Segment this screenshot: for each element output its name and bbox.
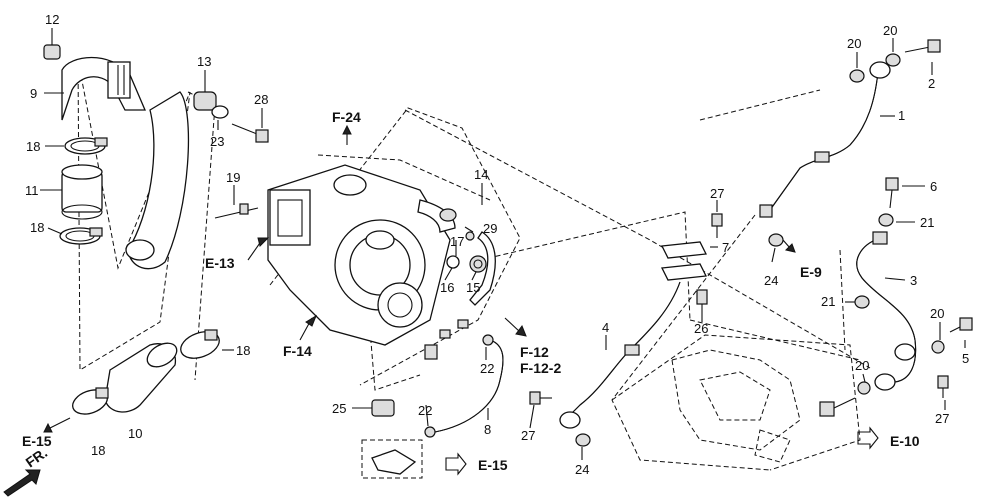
washer-23 [211, 105, 229, 119]
label-27-right: 27 [935, 411, 949, 426]
bolt-27-mid [711, 213, 723, 238]
turbocharger-14 [267, 164, 457, 346]
label-10: 10 [128, 426, 142, 441]
bolt-6 [885, 177, 899, 209]
part-labels: 12 9 18 11 18 13 23 28 19 14 29 17 16 15… [25, 12, 969, 477]
clamp-18-c [180, 329, 220, 359]
label-2: 2 [928, 76, 935, 91]
fitting-inset-right [819, 397, 856, 417]
label-14: 14 [474, 167, 488, 182]
label-12: 12 [45, 12, 59, 27]
oil-pipe-4 [559, 281, 681, 429]
label-27-mid: 27 [710, 186, 724, 201]
hose-10 [104, 342, 178, 413]
ref-f14: F-14 [283, 343, 312, 359]
label-15: 15 [466, 280, 480, 295]
label-21-a: 21 [920, 215, 934, 230]
bolt-26 [696, 289, 708, 316]
ref-e10: E-10 [890, 433, 920, 449]
bolt-2 [904, 39, 941, 53]
washer-21-mid [854, 295, 870, 309]
oil-pipe-1 [759, 61, 891, 218]
bolt-5 [949, 317, 973, 333]
washer-21-top [878, 213, 894, 227]
reference-arrows [3, 124, 879, 497]
ref-f12: F-12 [520, 344, 549, 360]
label-24-mid: 24 [764, 273, 778, 288]
label-21-b: 21 [821, 294, 835, 309]
ref-e9: E-9 [800, 264, 822, 280]
label-28: 28 [254, 92, 268, 107]
clamp-18-a [64, 137, 108, 155]
label-5: 5 [962, 351, 969, 366]
label-11: 11 [25, 183, 39, 198]
label-20-b: 20 [883, 23, 897, 38]
leader-lines [40, 28, 966, 460]
label-23: 23 [210, 134, 224, 149]
label-17: 17 [450, 234, 464, 249]
ref-e15-left: E-15 [22, 433, 52, 449]
label-22-a: 22 [480, 361, 494, 376]
hose-11 [61, 164, 103, 220]
label-29: 29 [483, 221, 497, 236]
label-20-a: 20 [847, 36, 861, 51]
label-25: 25 [332, 401, 346, 416]
label-18-b: 18 [30, 220, 44, 235]
ref-e13: E-13 [205, 255, 235, 271]
plug-12 [43, 44, 61, 60]
label-20-d: 20 [855, 358, 869, 373]
clamp-18-d [72, 387, 109, 415]
inset-box-bottom [361, 439, 423, 479]
gasket-7 [660, 241, 708, 281]
small-fittings [424, 231, 496, 360]
label-16: 16 [440, 280, 454, 295]
label-6: 6 [930, 179, 937, 194]
bolt-27-right [937, 375, 949, 398]
label-18-c: 18 [236, 343, 250, 358]
ref-f12-2: F-12-2 [520, 360, 561, 376]
bracket-25 [352, 399, 395, 417]
label-1: 1 [898, 108, 905, 123]
bolt-27-low [529, 391, 552, 405]
ref-e15-bottom: E-15 [478, 457, 508, 473]
label-19: 19 [226, 170, 240, 185]
washers-20-low [857, 340, 945, 395]
label-8: 8 [484, 422, 491, 437]
label-7: 7 [722, 240, 729, 255]
washer-24-mid [768, 233, 784, 247]
bolt-28 [231, 123, 269, 143]
clamp-18-b [59, 227, 103, 245]
washers-20-top [849, 53, 901, 83]
engine-block-inset [671, 349, 801, 463]
part-13-grommet [193, 91, 217, 111]
label-13: 13 [197, 54, 211, 69]
label-3: 3 [910, 273, 917, 288]
label-22-b: 22 [418, 403, 432, 418]
pipe-8 [424, 334, 504, 438]
label-18-a: 18 [26, 139, 40, 154]
label-18-d: 18 [91, 443, 105, 458]
washer-24-low [575, 433, 591, 447]
ref-f24: F-24 [332, 109, 361, 125]
label-27-low: 27 [521, 428, 535, 443]
label-9: 9 [30, 86, 37, 101]
intake-pipe-9 [61, 56, 190, 270]
stud-19 [214, 203, 259, 219]
label-24-low: 24 [575, 462, 589, 477]
oil-pipe-3 [856, 231, 917, 391]
label-4: 4 [602, 320, 609, 335]
label-26: 26 [694, 321, 708, 336]
label-20-c: 20 [930, 306, 944, 321]
